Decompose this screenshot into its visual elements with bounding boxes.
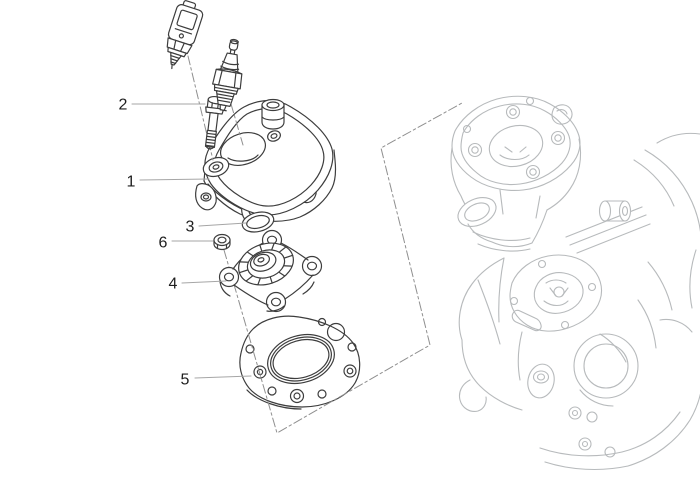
callout-label-4: 4 [169,276,178,293]
callout-label-2: 2 [119,97,128,114]
cover-top-face [204,100,334,216]
spark-plug-hole [220,132,266,166]
head-insert-drawing [218,229,323,313]
cylinder-head-cover-drawing [195,98,337,226]
o-ring-drawing [241,211,275,233]
callout-leader-3 [198,222,247,227]
cover-skirt [203,149,337,222]
callout-label-1: 1 [127,174,136,191]
crankcase-lug [527,363,555,399]
crankcase-foot [458,379,487,412]
gasket-holes [245,317,357,404]
gasket-outline [239,315,361,408]
callout-label-3: 3 [186,219,195,236]
cover-small-hole [267,130,281,142]
callout-label-5: 5 [181,372,190,389]
crankcase-slot [511,309,542,332]
cylinder-stud-holes [462,96,566,180]
reference-assembly [450,95,700,471]
cylinder-mating-flange [509,254,603,332]
plug-centerline [230,103,244,146]
sensor-tip [170,51,182,66]
callout-label-6: 6 [159,235,168,252]
spark-plug-drawing [212,38,243,112]
main-centerline [223,102,463,434]
cylinder-bore [488,124,544,168]
coolant-spigot [261,98,285,130]
combustion-dome [238,242,294,286]
cylinder-block-drawing [450,95,582,252]
nut-drawing [213,233,231,251]
cooling-fins [238,242,294,286]
crank-chamber-opening [533,272,584,314]
mount-boss [598,200,632,222]
callout-leader-4 [181,280,227,284]
gasket-bore [267,333,335,385]
cover-lug-left [195,183,217,211]
crank-bearing-boss [573,333,639,399]
callout-leader-5 [194,375,252,379]
callout-layer: 1 2 3 4 5 6 [119,97,252,389]
temperature-sensor-drawing [166,0,204,70]
cylinder-corner-cutout [551,104,573,125]
cylinder-top-flange [451,95,581,191]
sensor-boss [202,156,230,178]
callout-leader-1 [139,178,210,181]
exhaust-flange [457,197,497,227]
crankcase-drawing [458,132,700,471]
head-gasket-drawing [239,315,361,410]
